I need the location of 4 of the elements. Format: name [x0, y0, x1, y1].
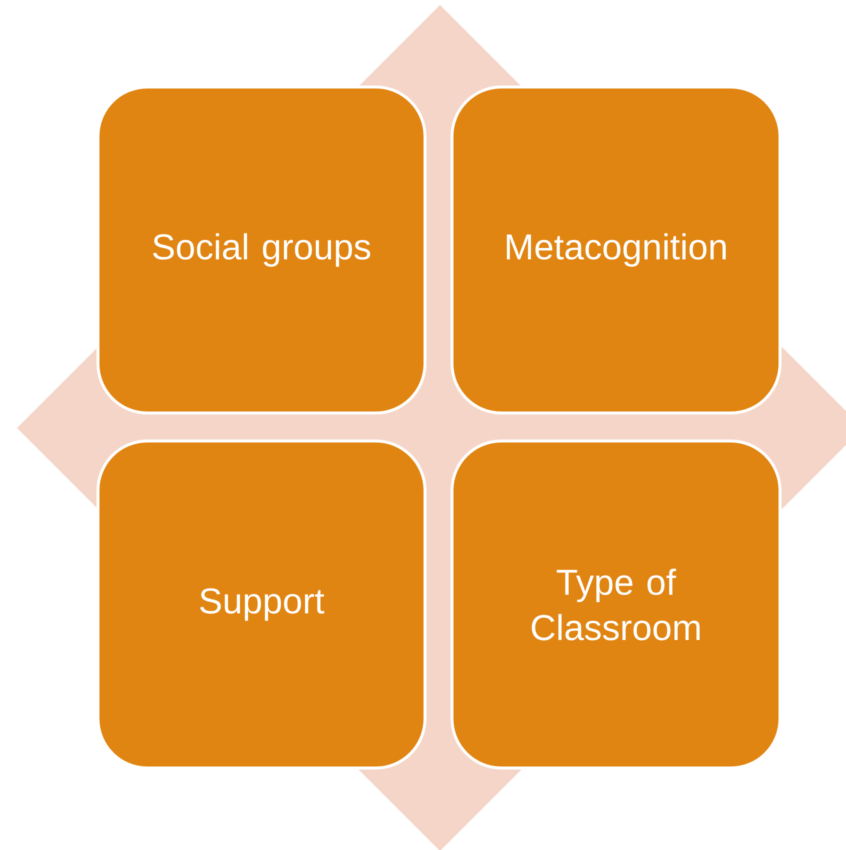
rounded-box: Metacognition [450, 86, 782, 414]
rounded-box: Support [96, 440, 426, 770]
rounded-box: Social groups [96, 86, 426, 414]
rounded-box: Type of Classroom [450, 440, 782, 770]
